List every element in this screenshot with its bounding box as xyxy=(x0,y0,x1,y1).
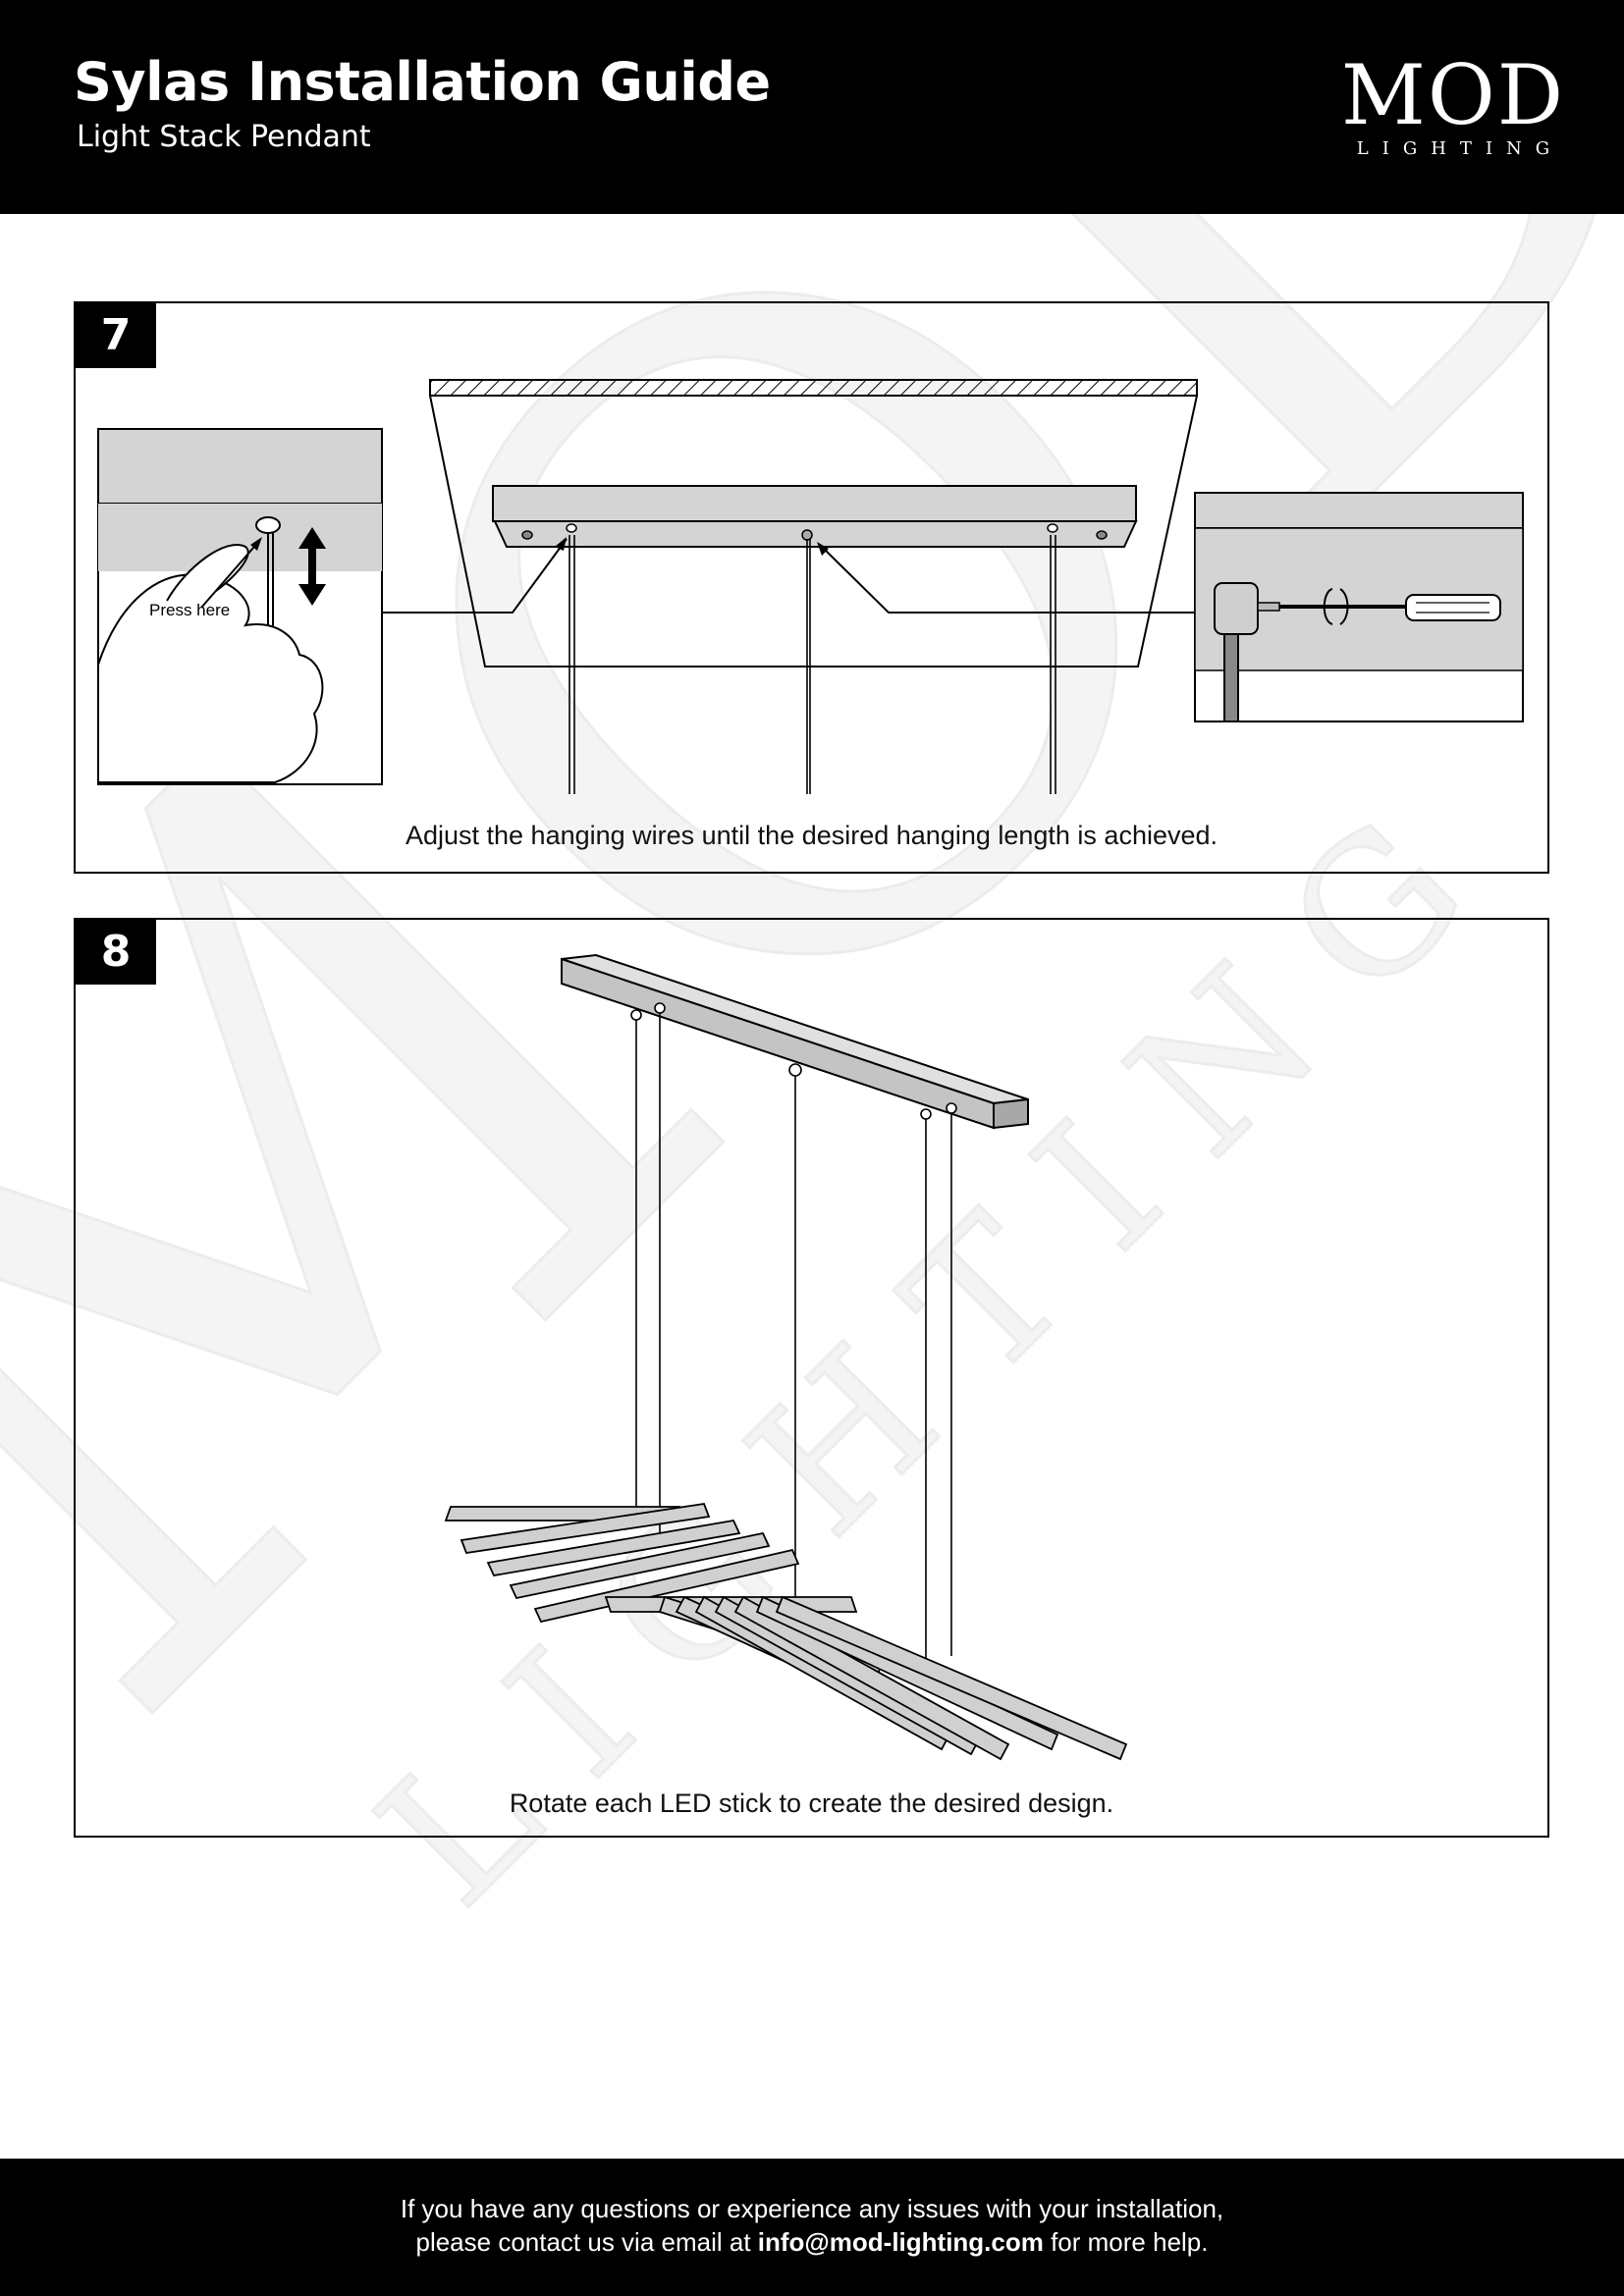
footer-line-2-suffix: for more help. xyxy=(1043,2227,1209,2257)
brand-logo: MOD LIGHTING xyxy=(1335,54,1571,162)
led-sticks xyxy=(444,1503,1128,1761)
support-email-link[interactable]: info@mod-lighting.com xyxy=(757,2227,1044,2257)
step-7-number: 7 xyxy=(76,303,156,368)
leader-line-right xyxy=(819,544,1195,614)
canopy-side-face xyxy=(993,1097,1029,1130)
footer-line-1: If you have any questions or experience … xyxy=(400,2194,1224,2223)
ceiling-hatch xyxy=(429,379,1198,397)
page-subtitle: Light Stack Pendant xyxy=(77,120,371,154)
page-title: Sylas Installation Guide xyxy=(74,51,771,113)
footer-text: If you have any questions or experience … xyxy=(0,2192,1624,2259)
zoom-frame xyxy=(429,395,1198,667)
canopy-front-face xyxy=(561,957,995,1130)
footer-line-2-prefix: please contact us via email at xyxy=(415,2227,758,2257)
step-8-number: 8 xyxy=(76,920,156,985)
detail-press-release: Press here xyxy=(97,428,383,785)
leader-line-left xyxy=(382,538,568,614)
canopy-bottom xyxy=(493,520,1138,548)
canopy-top xyxy=(492,485,1137,522)
step-7-illustration: Press here xyxy=(97,379,1524,794)
page-footer: If you have any questions or experience … xyxy=(0,2159,1624,2296)
step-8-caption: Rotate each LED stick to create the desi… xyxy=(509,1789,1114,1818)
detail-screwdriver xyxy=(1194,492,1524,722)
logo-sub-text: LIGHTING xyxy=(1356,138,1564,159)
logo-main-text: MOD xyxy=(1340,47,1566,143)
step-7-panel: Press here 7 Adjust the hanging wires un… xyxy=(74,301,1549,874)
page-header: Sylas Installation Guide Light Stack Pen… xyxy=(0,0,1624,214)
hanging-wires xyxy=(568,535,1056,794)
canopy-screws xyxy=(521,523,1108,541)
step-7-caption: Adjust the hanging wires until the desir… xyxy=(405,821,1218,850)
step8-wires xyxy=(630,1002,957,1666)
step-8-illustration xyxy=(444,953,1128,1761)
press-here-callout: Press here xyxy=(149,601,230,619)
step-8-panel: 8 Rotate each LED stick to create the de… xyxy=(74,918,1549,1838)
